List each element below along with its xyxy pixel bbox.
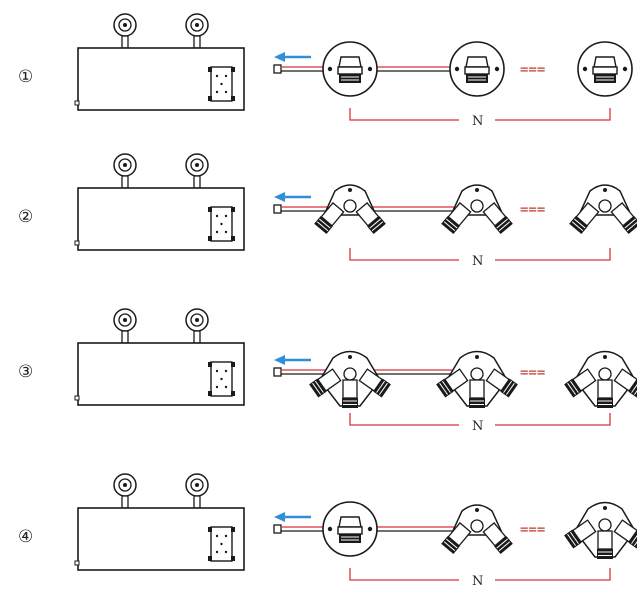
circuit-row: ③ === N [18, 308, 637, 434]
continuation-mark: === [520, 202, 545, 218]
quantity-bracket-right [495, 248, 611, 261]
quantity-label: N [472, 114, 483, 129]
quantity-bracket-left [349, 108, 459, 121]
triple-spot-fixture [436, 352, 518, 409]
quantity-bracket-right [495, 568, 611, 581]
row-number: ② [18, 207, 33, 227]
quantity-label: N [472, 254, 483, 269]
arrow-head-icon [274, 355, 285, 365]
circuit-row: ① === N [18, 13, 633, 129]
circuit-row: ④ === N [18, 473, 637, 589]
quantity-bracket-left [349, 568, 459, 581]
quantity-bracket-right [495, 108, 611, 121]
rows-layer: ① === N ② === N ③ === N ④ === N [18, 13, 637, 589]
row-number: ③ [18, 362, 33, 382]
quantity-bracket-left [349, 248, 459, 261]
terminal [273, 524, 282, 534]
single-spot-fixture [449, 41, 505, 97]
twin-spot-fixture [314, 185, 386, 234]
emergency-unit [74, 473, 245, 571]
twin-spot-fixture [441, 505, 513, 554]
circuit-row: ② === N [18, 153, 637, 269]
arrow-head-icon [274, 52, 285, 62]
triple-spot-fixture [564, 352, 637, 409]
twin-spot-fixture [441, 185, 513, 234]
continuation-mark: === [520, 365, 545, 381]
continuation-mark: === [520, 522, 545, 538]
twin-spot-fixture [569, 185, 637, 234]
single-spot-fixture [322, 501, 378, 557]
quantity-bracket-left [349, 413, 459, 426]
terminal [273, 64, 282, 74]
triple-spot-fixture [564, 503, 637, 560]
emergency-unit [74, 153, 245, 251]
terminal [273, 204, 282, 214]
single-spot-fixture [322, 41, 378, 97]
triple-spot-fixture [309, 352, 391, 409]
arrow-head-icon [274, 192, 285, 202]
emergency-unit [74, 308, 245, 406]
arrow-head-icon [274, 512, 285, 522]
quantity-label: N [472, 419, 483, 434]
quantity-bracket-right [495, 413, 611, 426]
quantity-label: N [472, 574, 483, 589]
row-number: ④ [18, 527, 33, 547]
emergency-unit [74, 13, 245, 111]
continuation-mark: === [520, 62, 545, 78]
row-number: ① [18, 67, 33, 87]
terminal [273, 367, 282, 377]
single-spot-fixture [577, 41, 633, 97]
